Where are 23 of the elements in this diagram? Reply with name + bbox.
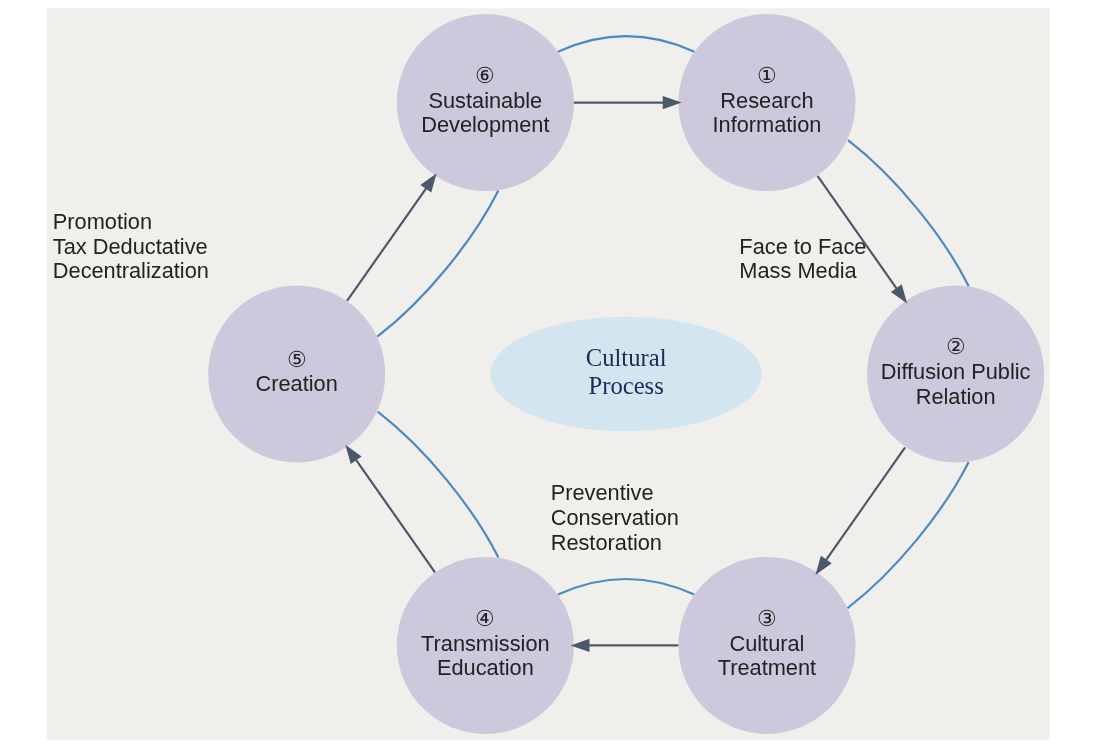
node-label: Tax Deductative xyxy=(52,233,208,259)
node-circle: ① Research Information xyxy=(678,14,856,192)
connector xyxy=(377,410,500,559)
connector xyxy=(557,35,695,53)
connector xyxy=(376,189,500,338)
arrow xyxy=(346,173,437,302)
connector xyxy=(847,139,970,287)
connector xyxy=(846,461,970,609)
arrow xyxy=(815,446,906,575)
node-ellipse: Cultural Process xyxy=(490,316,762,432)
node-circle: ④ Transmission Education xyxy=(396,556,574,734)
connector xyxy=(557,578,695,596)
node-label: Conservation xyxy=(550,504,679,530)
node-label: Promotion xyxy=(52,208,153,234)
node-label: Decentralization xyxy=(52,258,209,284)
arrow xyxy=(816,175,908,304)
node-label: Restoration xyxy=(550,529,662,555)
arrow xyxy=(570,638,679,653)
arrow xyxy=(345,444,436,573)
node-label: Mass Media xyxy=(739,258,857,284)
node-label: Preventive xyxy=(550,480,654,506)
node-label: Face to Face xyxy=(739,233,867,259)
arrow xyxy=(573,95,682,110)
